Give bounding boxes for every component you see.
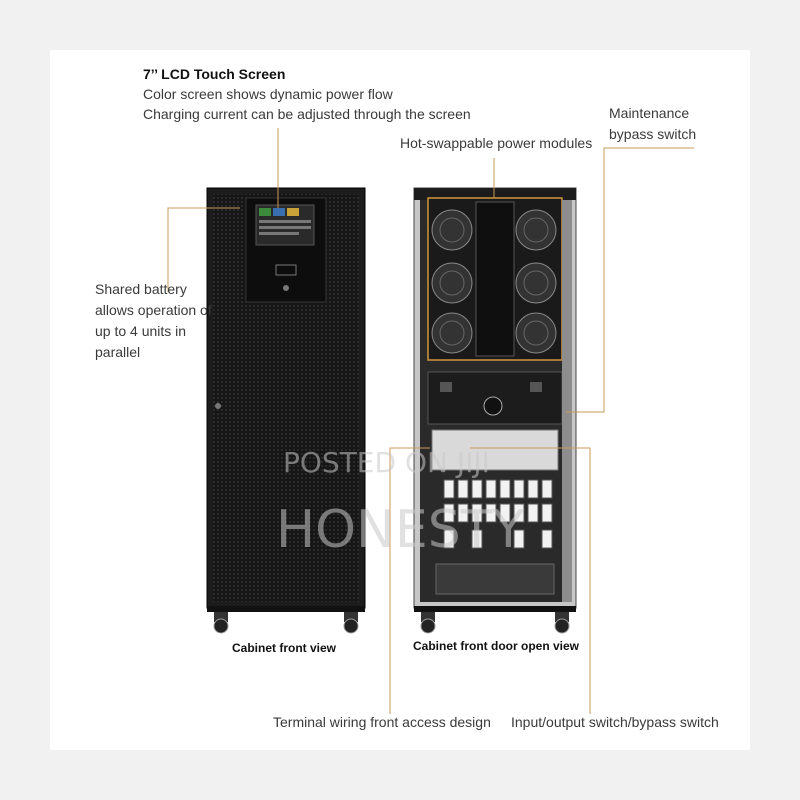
cabinet-front-view [206,187,366,634]
io-switch-label: Input/output switch/bypass switch [511,714,719,730]
watermark-line2: HONESTY [276,500,525,560]
caption-open-view: Cabinet front door open view [413,639,580,653]
leader-lines [167,128,694,714]
lcd-description-line2: Charging current can be adjusted through… [143,106,471,122]
watermark-line1: POSTED ON JIJI [283,446,490,479]
power-modules-label: Hot-swappable power modules [400,135,593,151]
caption-front-view: Cabinet front view [232,641,337,655]
maintenance-label-line1: Maintenance [609,105,690,121]
maintenance-label-line2: bypass switch [609,126,697,142]
cabinet-open-view [413,187,577,634]
battery-label: Shared battery allows operation of up to… [95,281,212,360]
product-panel [50,50,750,750]
lcd-description-line1: Color screen shows dynamic power flow [143,86,393,102]
terminal-label: Terminal wiring front access design [273,714,491,730]
lcd-title: 7’’ LCD Touch Screen [143,66,286,82]
